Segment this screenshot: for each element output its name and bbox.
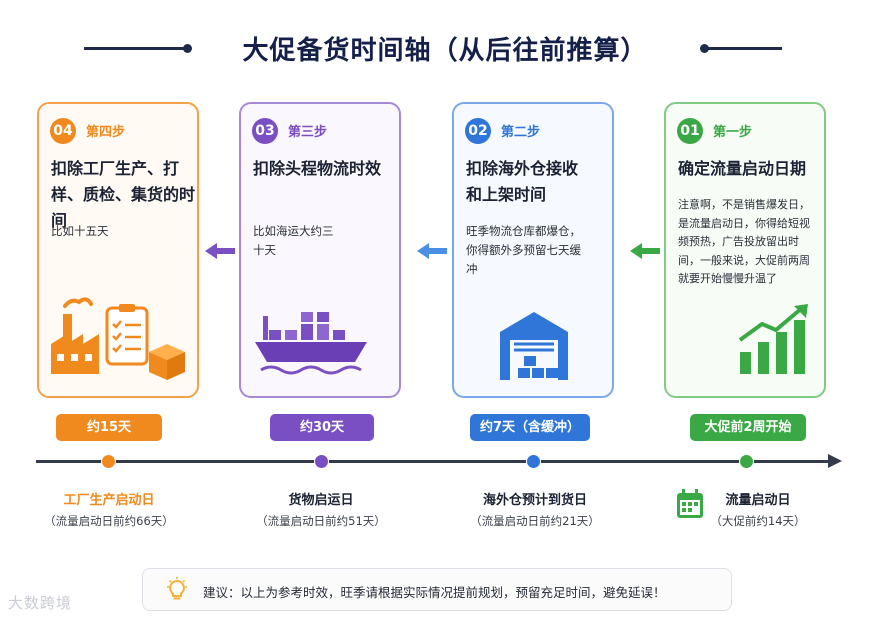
lightbulb-icon bbox=[167, 577, 187, 600]
timeline-dot bbox=[314, 454, 329, 469]
duration-pill: 约30天 bbox=[270, 414, 374, 441]
step-heading: 确定流量启动日期 bbox=[678, 159, 807, 178]
title-dot-right bbox=[700, 44, 709, 53]
step-heading: 扣除海外仓接收和上架时间 bbox=[466, 159, 579, 204]
milestone-factory-start: 工厂生产启动日 （流量启动日前约66天） bbox=[38, 489, 180, 529]
step-number-badge: 02 bbox=[465, 118, 491, 144]
step-label: 第一步 bbox=[713, 125, 753, 140]
step-label: 第四步 bbox=[86, 125, 126, 140]
milestone-sub: （流量启动日前约21天） bbox=[470, 514, 600, 528]
milestone-name: 流量启动日 bbox=[725, 493, 791, 508]
arrow-left-icon bbox=[630, 243, 660, 259]
title-rule-right bbox=[707, 47, 782, 50]
timeline-dot bbox=[739, 454, 754, 469]
milestone-name: 海外仓预计到货日 bbox=[482, 493, 587, 508]
step-card-1: 01 第一步 确定流量启动日期 注意啊，不是销售爆发日，是流量启动日，你得给短视… bbox=[664, 102, 826, 398]
milestone-name: 货物启运日 bbox=[288, 493, 354, 508]
timeline-dot bbox=[101, 454, 116, 469]
timeline-arrowhead bbox=[828, 454, 842, 468]
timeline-axis bbox=[36, 460, 836, 463]
step-card-4: 04 第四步 扣除工厂生产、打样、质检、集货的时间 比如十五天 bbox=[37, 102, 199, 398]
watermark: 大数跨境 bbox=[8, 594, 73, 612]
step-card-3: 03 第三步 扣除头程物流时效 比如海运大约三十天 bbox=[239, 102, 401, 398]
box-icon bbox=[149, 344, 185, 380]
step-heading: 扣除头程物流时效 bbox=[253, 159, 382, 178]
step-description: 旺季物流仓库都爆仓，你得额外多预留七天缓冲 bbox=[466, 224, 581, 276]
step-label: 第三步 bbox=[288, 125, 328, 140]
cargo-ship-icon bbox=[255, 312, 367, 375]
milestone-traffic-start: 流量启动日 （大促前约14天） bbox=[708, 489, 808, 529]
title-dot-left bbox=[183, 44, 192, 53]
milestone-shipment: 货物启运日 （流量启动日前约51天） bbox=[250, 489, 392, 529]
checklist-icon bbox=[105, 304, 149, 366]
factory-icon bbox=[51, 297, 99, 374]
title-bar: 大促备货时间轴（从后往前推算） bbox=[0, 22, 869, 72]
step-description: 比如十五天 bbox=[51, 224, 109, 238]
milestone-warehouse-arrival: 海外仓预计到货日 （流量启动日前约21天） bbox=[460, 489, 610, 529]
timeline-dot bbox=[526, 454, 541, 469]
tip-box: 建议：以上为参考时效，旺季请根据实际情况提前规划，预留充足时间，避免延误！ bbox=[142, 568, 732, 611]
arrow-left-icon bbox=[205, 243, 235, 259]
duration-pill: 约15天 bbox=[56, 414, 162, 441]
step-number-badge: 04 bbox=[50, 118, 76, 144]
step-heading: 扣除工厂生产、打样、质检、集货的时间 bbox=[51, 159, 196, 230]
milestone-name: 工厂生产启动日 bbox=[63, 493, 155, 508]
duration-pill: 约7天（含缓冲） bbox=[470, 414, 590, 441]
step-card-2: 02 第二步 扣除海外仓接收和上架时间 旺季物流仓库都爆仓，你得额外多预留七天缓… bbox=[452, 102, 614, 398]
milestone-sub: （流量启动日前约66天） bbox=[44, 514, 174, 528]
duration-pill: 大促前2周开始 bbox=[690, 414, 806, 441]
calendar-icon bbox=[677, 489, 703, 518]
step-number-badge: 01 bbox=[677, 118, 703, 144]
milestone-sub: （流量启动日前约51天） bbox=[256, 514, 386, 528]
milestone-sub: （大促前约14天） bbox=[710, 514, 806, 528]
step-description: 比如海运大约三十天 bbox=[253, 224, 334, 257]
title-rule-left bbox=[84, 47, 184, 50]
step-label: 第二步 bbox=[501, 125, 541, 140]
arrow-left-icon bbox=[417, 243, 447, 259]
step-number-badge: 03 bbox=[252, 118, 278, 144]
tip-text: 建议：以上为参考时效，旺季请根据实际情况提前规划，预留充足时间，避免延误！ bbox=[203, 585, 666, 600]
factory-checklist-box-illustration bbox=[51, 297, 185, 380]
growth-chart-icon bbox=[738, 304, 808, 374]
step-description: 注意啊，不是销售爆发日，是流量启动日，你得给短视频预热，广告投放留出时间，一般来… bbox=[678, 198, 810, 285]
page-title: 大促备货时间轴（从后往前推算） bbox=[242, 36, 648, 66]
warehouse-icon bbox=[500, 312, 568, 380]
